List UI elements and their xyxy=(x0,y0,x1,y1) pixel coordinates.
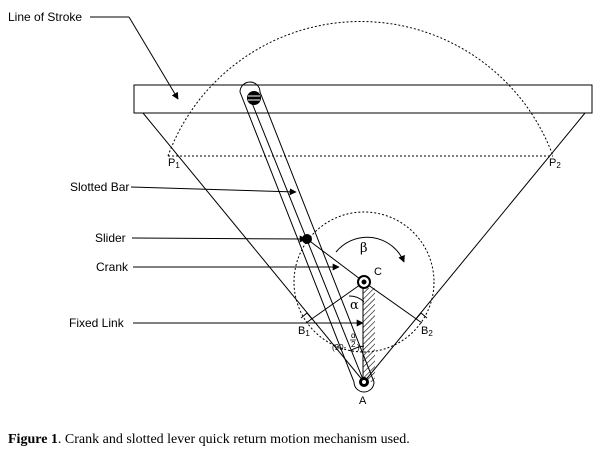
crank-to-b1 xyxy=(305,281,365,324)
half-alpha-close: ) xyxy=(357,343,360,352)
ram-bar xyxy=(133,84,593,114)
right-angle-b1 xyxy=(300,312,313,320)
slotted-bar-leader xyxy=(130,186,297,196)
point-p2: P2 xyxy=(549,157,561,170)
crank-to-b2 xyxy=(363,281,423,324)
lever-extreme-left xyxy=(142,112,365,383)
slotted-bar xyxy=(239,81,375,393)
point-c: C xyxy=(374,266,382,278)
caption-text: . Crank and slotted lever quick return m… xyxy=(57,432,410,447)
point-p1: P1 xyxy=(168,157,180,170)
line-of-stroke-leader xyxy=(128,16,179,100)
slider-leader xyxy=(131,235,307,243)
lever-top-pin xyxy=(247,91,261,105)
half-alpha-num: α xyxy=(351,331,356,340)
label-fixed-link: Fixed Link xyxy=(69,316,125,330)
fixed-link-hatch xyxy=(363,288,375,382)
lever-sweep-arc xyxy=(167,20,554,157)
half-alpha-arc xyxy=(349,345,365,352)
half-alpha-den: 2 xyxy=(351,340,356,349)
figure-caption: Figure 1. Crank and slotted lever quick … xyxy=(8,432,600,448)
label-slider: Slider xyxy=(95,231,126,245)
angle-alpha: α xyxy=(350,298,359,313)
label-crank: Crank xyxy=(96,260,129,274)
beta-arc xyxy=(335,236,405,263)
lever-extreme-right xyxy=(363,112,586,383)
angle-beta: β xyxy=(360,241,368,256)
alpha-arc xyxy=(348,295,365,303)
mechanism-diagram: Line of Stroke Slotted Bar Slider Crank … xyxy=(8,10,593,407)
point-b2: B2 xyxy=(421,325,433,338)
right-angle-b2 xyxy=(415,312,428,320)
angle-half-alpha: (90- xyxy=(332,343,347,352)
figure-label: Figure 1 xyxy=(8,432,58,447)
crank-arm xyxy=(306,238,365,283)
label-line-of-stroke: Line of Stroke xyxy=(8,10,82,24)
point-b1: B1 xyxy=(298,325,310,338)
point-a: A xyxy=(359,395,367,407)
label-slotted-bar: Slotted Bar xyxy=(70,180,129,194)
